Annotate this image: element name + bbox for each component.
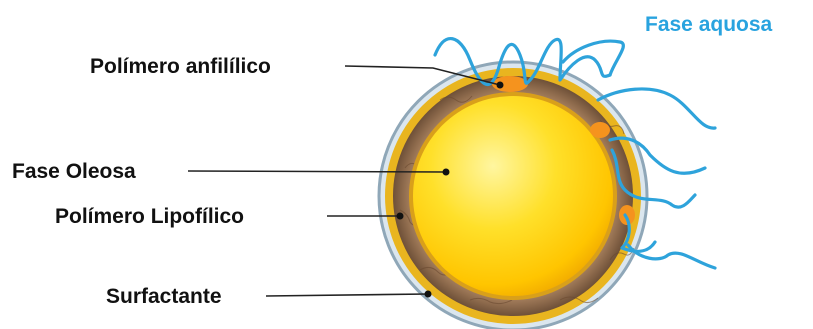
particle <box>379 62 647 329</box>
leader-dot-anfilico <box>497 82 504 89</box>
label-amphiphilic-polymer: Polímero anfilílico <box>90 55 271 78</box>
leader-dot-surfactante <box>425 291 432 298</box>
leader-dot-oleosa <box>443 169 450 176</box>
label-lipophilic-polymer: Polímero Lipofílico <box>55 205 244 228</box>
leader-surfactante <box>266 294 428 296</box>
label-surfactant: Surfactante <box>106 285 222 308</box>
leader-oleosa <box>188 171 446 172</box>
leader-dot-lipofilico <box>397 213 404 220</box>
label-oil-phase: Fase Oleosa <box>12 160 136 183</box>
polymer-chain <box>628 245 715 268</box>
label-aqueous-phase: Fase aquosa <box>645 13 773 36</box>
oil-core <box>413 96 613 296</box>
orange-spot <box>590 122 610 138</box>
